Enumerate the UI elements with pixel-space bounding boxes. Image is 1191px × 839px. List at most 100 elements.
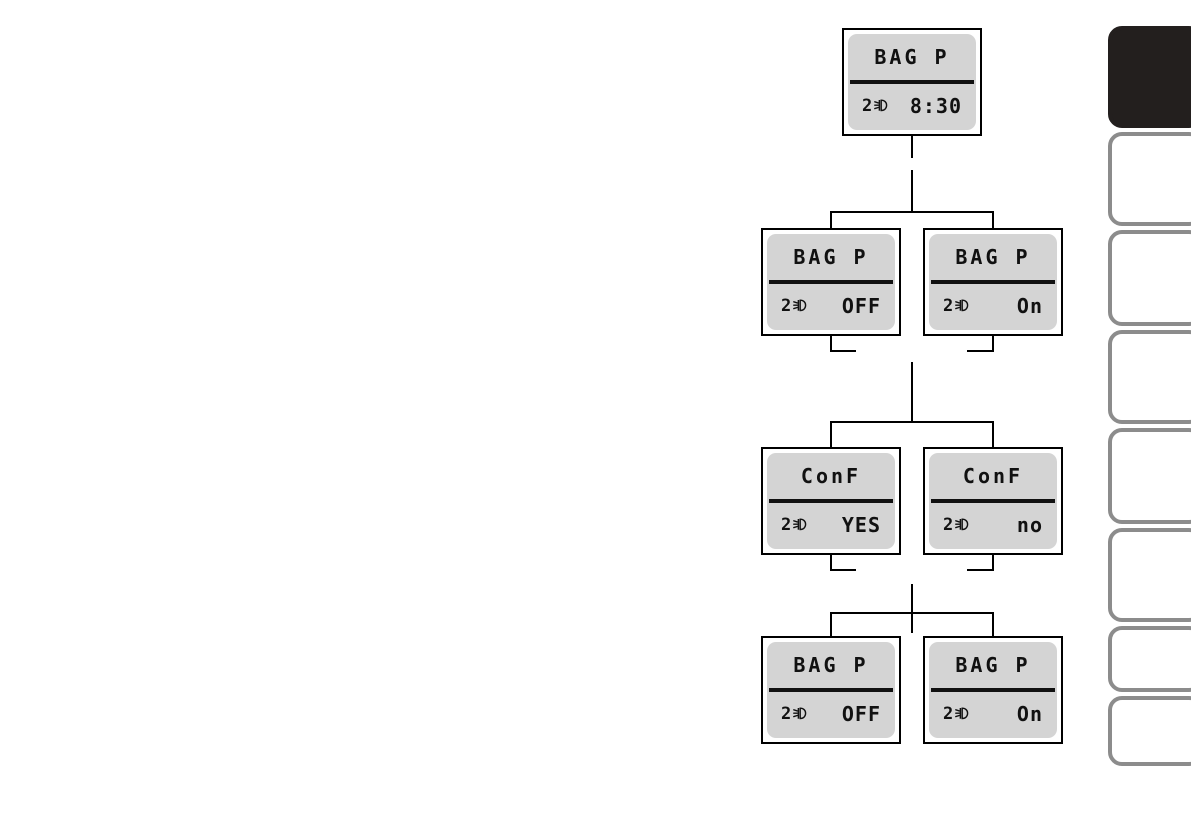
lcd-screen: BAG P 2 8:30 <box>848 34 976 130</box>
page-tab-strip <box>1108 0 1191 839</box>
lcd-index-number: 2 <box>781 295 792 316</box>
lamp-icon <box>955 706 971 721</box>
lcd-value: OFF <box>841 701 881 726</box>
page-tab-7[interactable] <box>1108 626 1191 692</box>
connector-n4-down <box>830 555 832 571</box>
lcd-index: 2 <box>943 515 971 535</box>
connector-n3-down <box>992 336 994 352</box>
lamp-icon <box>874 98 890 113</box>
lcd-value-row: 2 On <box>929 284 1057 330</box>
connector-trunk-row2 <box>911 170 913 212</box>
lcd-screen: BAG P 2 OFF <box>767 234 895 330</box>
connector-n4-elbow <box>830 569 856 571</box>
lcd-value-row: 2 YES <box>767 503 895 549</box>
lcd-divider <box>769 498 893 503</box>
lcd-value-row: 2 OFF <box>767 692 895 738</box>
connector-into-n5 <box>992 421 994 449</box>
page-tab-6[interactable] <box>1108 528 1191 622</box>
lcd-screen: ConF 2 no <box>929 453 1057 549</box>
lcd-display-node: ConF 2 YES <box>761 447 901 555</box>
lcd-title-row: ConF <box>929 453 1057 499</box>
lcd-index-number: 2 <box>862 95 873 116</box>
connector-n5-elbow <box>967 569 994 571</box>
lcd-index-number: 2 <box>781 514 792 535</box>
lamp-icon <box>955 517 971 532</box>
lcd-title-row: BAG P <box>767 234 895 280</box>
page-tab-2[interactable] <box>1108 132 1191 226</box>
lcd-index-number: 2 <box>943 295 954 316</box>
connector-split-row4 <box>830 612 994 614</box>
page-tab-5[interactable] <box>1108 428 1191 524</box>
lcd-index: 2 <box>781 296 809 316</box>
lcd-divider <box>769 279 893 284</box>
connector-split-row3 <box>830 421 994 423</box>
lcd-value: OFF <box>841 293 881 318</box>
lcd-value: On <box>1016 701 1043 726</box>
lcd-index-number: 2 <box>943 703 954 724</box>
lcd-index: 2 <box>943 296 971 316</box>
lcd-value-row: 2 8:30 <box>848 84 976 130</box>
lamp-icon <box>793 298 809 313</box>
lcd-value-row: 2 On <box>929 692 1057 738</box>
connector-n1-down <box>911 136 913 158</box>
lcd-index: 2 <box>862 96 890 116</box>
lcd-display-node: BAG P 2 OFF <box>761 636 901 744</box>
connector-into-n2 <box>830 211 832 230</box>
lcd-index: 2 <box>943 704 971 724</box>
lcd-display-node: BAG P 2 On <box>923 228 1063 336</box>
lcd-divider <box>931 687 1055 692</box>
lcd-title-row: BAG P <box>929 642 1057 688</box>
lamp-icon <box>793 517 809 532</box>
lcd-divider <box>931 498 1055 503</box>
lcd-divider <box>931 279 1055 284</box>
connector-into-n7 <box>992 612 994 638</box>
lcd-index-number: 2 <box>781 703 792 724</box>
lcd-title-row: BAG P <box>848 34 976 80</box>
lcd-title: BAG P <box>793 244 869 269</box>
lcd-title: ConF <box>800 463 862 488</box>
page-tab-3[interactable] <box>1108 230 1191 326</box>
lcd-display-node: BAG P 2 OFF <box>761 228 901 336</box>
connector-n2-down <box>830 336 832 352</box>
lcd-title-row: ConF <box>767 453 895 499</box>
lcd-screen: ConF 2 YES <box>767 453 895 549</box>
lcd-title: ConF <box>962 463 1024 488</box>
lcd-title-row: BAG P <box>767 642 895 688</box>
connector-into-n6 <box>830 612 832 638</box>
lcd-divider <box>769 687 893 692</box>
connector-n3-elbow <box>967 350 994 352</box>
lcd-display-node: BAG P 2 On <box>923 636 1063 744</box>
connector-into-n4 <box>830 421 832 449</box>
lcd-display-node: BAG P 2 8:30 <box>842 28 982 136</box>
connector-n2-elbow <box>830 350 856 352</box>
lcd-title: BAG P <box>874 44 950 69</box>
connector-split-row2 <box>830 211 994 213</box>
page-tab-8[interactable] <box>1108 696 1191 766</box>
lcd-value: 8:30 <box>909 93 962 118</box>
lcd-value-row: 2 no <box>929 503 1057 549</box>
lcd-index-number: 2 <box>943 514 954 535</box>
lcd-title: BAG P <box>793 652 869 677</box>
lcd-value: On <box>1016 293 1043 318</box>
lcd-title-row: BAG P <box>929 234 1057 280</box>
lamp-icon <box>793 706 809 721</box>
lcd-title: BAG P <box>955 244 1031 269</box>
page-tab-1[interactable] <box>1108 26 1191 128</box>
lcd-title: BAG P <box>955 652 1031 677</box>
lcd-screen: BAG P 2 OFF <box>767 642 895 738</box>
lcd-index: 2 <box>781 704 809 724</box>
lcd-divider <box>850 79 974 84</box>
lcd-value-row: 2 OFF <box>767 284 895 330</box>
lcd-display-node: ConF 2 no <box>923 447 1063 555</box>
page-tab-4[interactable] <box>1108 330 1191 424</box>
connector-n5-down <box>992 555 994 571</box>
lcd-value: YES <box>841 512 881 537</box>
lcd-screen: BAG P 2 On <box>929 642 1057 738</box>
lcd-index: 2 <box>781 515 809 535</box>
connector-trunk-row3 <box>911 362 913 422</box>
lcd-screen: BAG P 2 On <box>929 234 1057 330</box>
connector-trunk-row4 <box>911 584 913 633</box>
lamp-icon <box>955 298 971 313</box>
lcd-value: no <box>1016 512 1043 537</box>
